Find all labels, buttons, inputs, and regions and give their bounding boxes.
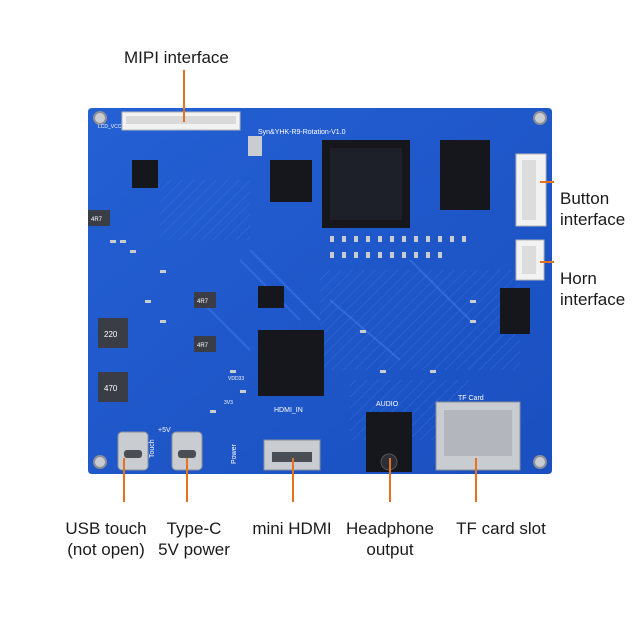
label-mipi-interface: MIPI interface [124, 48, 229, 67]
mipi-connector-latch [126, 116, 236, 124]
label-horn-line2: interface [560, 290, 626, 309]
label-button-line1: Button [560, 189, 610, 208]
trace-field-1 [320, 270, 520, 370]
crystal [248, 136, 262, 156]
label-headphone-output: Headphone output [342, 518, 438, 560]
label-usb-line1: USB touch [65, 519, 147, 538]
inductor-4r7-a [194, 292, 216, 308]
svg-text:AUDIO: AUDIO [376, 401, 399, 408]
svg-text:Touch: Touch [149, 439, 156, 458]
mount-hole-tr [533, 111, 547, 125]
label-typec-line2: 5V power [158, 540, 230, 559]
small-chip-3 [258, 286, 284, 308]
inductor-220 [98, 318, 128, 348]
trace-field-2 [160, 180, 250, 240]
horn-connector-slot [522, 246, 536, 274]
svg-text:220: 220 [104, 330, 118, 339]
callout-line-mipi [183, 70, 185, 122]
svg-text:4R7: 4R7 [197, 343, 209, 349]
label-usb-line2: (not open) [67, 540, 145, 559]
board-title-silk: Syn&YHK-R9-Rotation-V1.0 [258, 129, 346, 136]
label-headphone-line1: Headphone [346, 519, 434, 538]
svg-text:Power: Power [231, 443, 238, 464]
callout-line-horn [540, 261, 554, 263]
label-headphone-line2: output [366, 540, 414, 559]
button-connector-slot [522, 160, 536, 220]
svg-text:TF Card: TF Card [458, 395, 484, 402]
mount-hole-tl [93, 111, 107, 125]
callout-line-headphone [389, 458, 391, 502]
svg-text:470: 470 [104, 384, 118, 393]
inductor-4r7-c [88, 210, 110, 226]
label-tf-card-slot: TF card slot [456, 519, 546, 538]
label-button-line2: interface [560, 210, 626, 229]
label-horn-interface: Horn interface [560, 268, 625, 310]
label-mini-hdmi: mini HDMI [252, 519, 332, 538]
callout-line-button [540, 181, 554, 183]
label-typec-power: Type-C 5V power [152, 518, 236, 560]
inductor-470 [98, 372, 128, 402]
small-chip-1 [270, 160, 312, 202]
svg-text:4R7: 4R7 [91, 217, 103, 223]
lower-soc-chip [258, 330, 324, 396]
label-usb-touch: USB touch (not open) [58, 518, 154, 560]
svg-text:3V3: 3V3 [224, 400, 233, 406]
svg-text:VDD33: VDD33 [228, 376, 244, 382]
header-pin-row [330, 236, 466, 258]
main-soc-highlight [330, 148, 402, 220]
memory-chip [440, 140, 490, 210]
callout-line-tf [475, 458, 477, 502]
svg-text:+5V: +5V [158, 427, 171, 434]
callout-line-hdmi [292, 458, 294, 502]
mount-hole-br [533, 455, 547, 469]
svg-text:LCD_VCC: LCD_VCC [98, 124, 122, 130]
label-horn-line1: Horn [560, 269, 597, 288]
callout-line-typec [186, 458, 188, 502]
svg-text:4R7: 4R7 [197, 299, 209, 305]
mount-hole-bl [93, 455, 107, 469]
passive-components [110, 240, 476, 413]
right-ic [500, 288, 530, 334]
label-typec-line1: Type-C [166, 519, 222, 538]
inductor-4r7-b [194, 336, 216, 352]
svg-text:HDMI_IN: HDMI_IN [274, 407, 303, 414]
small-chip-2 [132, 160, 158, 188]
callout-line-usb [123, 458, 125, 502]
label-button-interface: Button interface [560, 188, 625, 230]
